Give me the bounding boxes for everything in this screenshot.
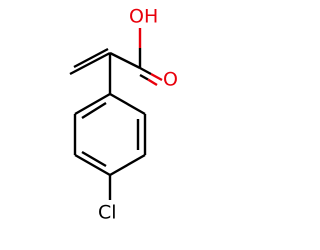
vinyl-double-bond — [69, 47, 111, 76]
benzene-ring — [73, 92, 147, 177]
chemical-structure-diagram: OH O Cl — [69, 6, 178, 224]
alpha-carboxyl-bond — [109, 51, 141, 70]
carbonyl-double-bond — [139, 66, 163, 87]
chlorine-label: Cl — [98, 202, 117, 224]
carbonyl-oxygen-label: O — [163, 69, 178, 91]
hydroxyl-label: OH — [129, 6, 158, 28]
